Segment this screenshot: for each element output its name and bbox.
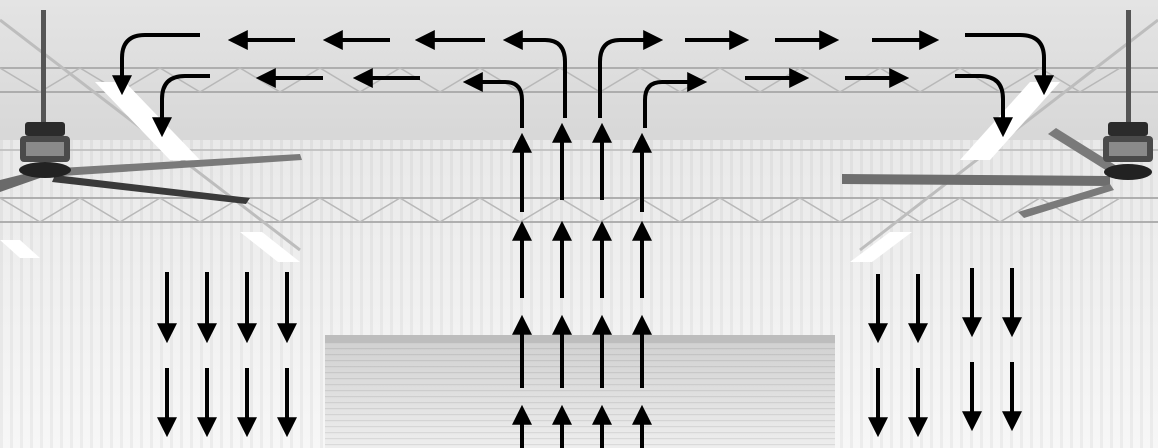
fan-blade (842, 174, 1110, 186)
fan-downrod (41, 10, 46, 125)
ceiling-fan-icon (1103, 122, 1153, 180)
right-ceiling-fan (842, 10, 1153, 218)
airflow-arrows (112, 30, 1054, 448)
airflow-arrow-curve-down (112, 33, 200, 96)
fan-blade (60, 154, 302, 176)
roof-truss (0, 67, 1158, 223)
truss-zigzag (0, 67, 1121, 93)
left-ceiling-fan (0, 10, 302, 204)
airflow-arrow-curve-right (643, 72, 708, 128)
ceiling-fan-icon (19, 122, 71, 178)
roll-up-door-icon (325, 335, 835, 448)
airflow-arrow-curve-down (965, 33, 1054, 96)
airflow-arrow-curve-down (152, 74, 210, 138)
fan-blade (1048, 128, 1120, 174)
airflow-arrow-curve-left (462, 72, 524, 128)
fan-blade (1018, 184, 1114, 218)
airflow-arrow-curve-left (502, 30, 567, 118)
airflow-arrow-curve-right (598, 30, 664, 118)
airflow-arrow-curve-down (955, 74, 1013, 138)
fan-blade (52, 175, 250, 204)
fan-downrod (1126, 10, 1131, 125)
